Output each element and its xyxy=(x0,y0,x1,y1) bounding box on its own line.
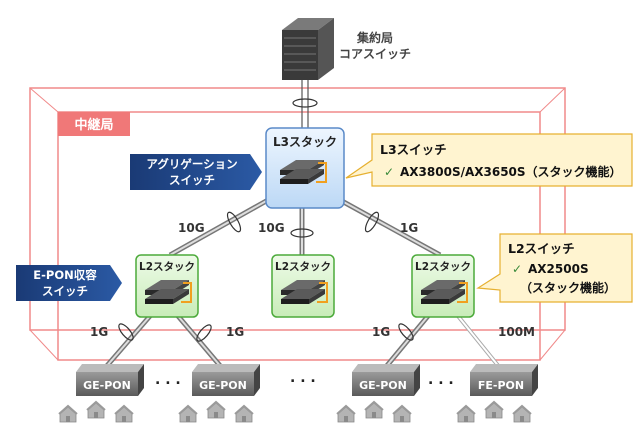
link-label-pon2: 1G xyxy=(226,325,244,339)
ellipsis-2: . . . xyxy=(290,370,316,386)
callout-l2: L2スイッチ ✓ AX2500S （スタック機能） xyxy=(476,233,633,303)
link-label-center: 10G xyxy=(258,221,285,235)
callout-l2-model: AX2500S xyxy=(528,262,589,276)
link-loops xyxy=(118,98,414,342)
relay-station-label-bg xyxy=(58,112,130,136)
core-label-line2: コアスイッチ xyxy=(339,47,411,61)
link-label-pon1: 1G xyxy=(90,325,108,339)
check-icon: ✓ xyxy=(512,262,522,276)
callout-l2-note: （スタック機能） xyxy=(520,280,616,295)
pon-unit-2-label: GE-PON xyxy=(199,379,247,392)
l2-stack-center-label: L2スタック xyxy=(275,261,331,273)
ellipsis-1: . . . xyxy=(155,372,181,388)
relay-station-box: 中継局 xyxy=(29,87,566,361)
core-switch-icon xyxy=(282,18,334,80)
link-label-left: 10G xyxy=(178,221,205,235)
links xyxy=(103,80,502,370)
callout-l3-model: AX3800S/AX3650S（スタック機能） xyxy=(400,164,622,179)
epon-switch-label: E-PON収容 スイッチ xyxy=(16,265,122,301)
link-label-pon3: 1G xyxy=(372,325,390,339)
pon-unit-4: FE-PON xyxy=(470,364,538,396)
relay-station-label: 中継局 xyxy=(74,117,113,133)
house-icon xyxy=(456,405,476,423)
l2-stack-right-label: L2スタック xyxy=(415,261,471,273)
link-label-pon4: 100M xyxy=(498,325,535,339)
house-icon xyxy=(234,405,254,423)
epon-label-line1: E-PON収容 xyxy=(33,268,97,282)
link-label-right: 1G xyxy=(400,221,418,235)
l2-stack-left-label: L2スタック xyxy=(139,261,195,273)
ellipsis-3: . . . xyxy=(428,372,454,388)
house-icon xyxy=(364,401,384,419)
pon-unit-3-label: GE-PON xyxy=(359,379,407,392)
pon-unit-1-label: GE-PON xyxy=(83,379,131,392)
epon-label-line2: スイッチ xyxy=(42,284,88,298)
house-icon xyxy=(114,405,134,423)
pon-unit-4-label: FE-PON xyxy=(478,379,524,392)
l3-stack-label: L3スタック xyxy=(273,135,337,149)
l2-stack-center: L2スタック xyxy=(271,254,335,318)
house-icon xyxy=(336,405,356,423)
house-icon xyxy=(206,401,226,419)
house-icon xyxy=(512,405,532,423)
l2-stack-right: L2スタック xyxy=(411,254,475,318)
pon-unit-2: GE-PON xyxy=(192,364,260,396)
pon-unit-1: GE-PON xyxy=(76,364,144,396)
core-label-line1: 集約局 xyxy=(356,30,393,45)
house-icon xyxy=(484,401,504,419)
callout-l3: L3スイッチ ✓ AX3800S/AX3650S（スタック機能） xyxy=(345,133,633,187)
l2-stack-left: L2スタック xyxy=(135,254,199,318)
callout-l3-title: L3スイッチ xyxy=(380,142,447,157)
house-icon xyxy=(392,405,412,423)
callout-l2-title: L2スイッチ xyxy=(508,241,575,256)
pon-unit-3: GE-PON xyxy=(352,364,420,396)
check-icon: ✓ xyxy=(384,165,394,179)
house-icon xyxy=(86,401,106,419)
houses xyxy=(58,401,532,423)
house-icon xyxy=(178,405,198,423)
house-icon xyxy=(58,405,78,423)
aggregation-label-line1: アグリゲーション xyxy=(146,157,237,171)
l3-stack-box: L3スタック xyxy=(265,127,345,209)
aggregation-label-line2: スイッチ xyxy=(169,173,215,187)
aggregation-switch-label: アグリゲーション スイッチ xyxy=(130,154,262,190)
